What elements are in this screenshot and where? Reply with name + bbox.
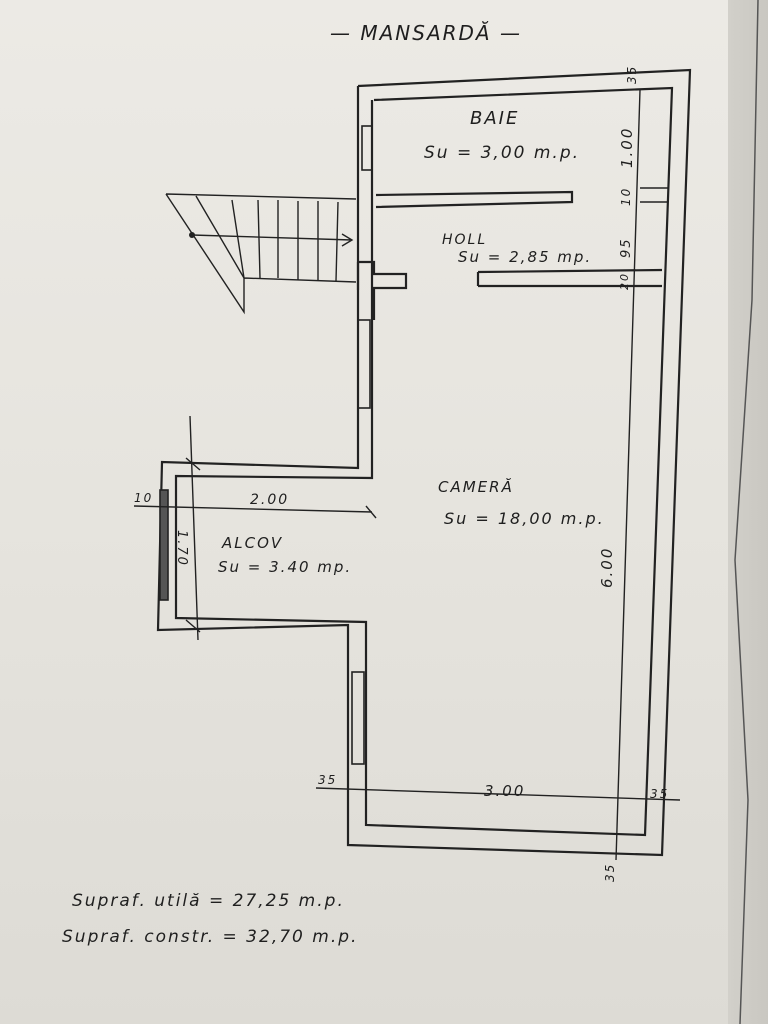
outer-walls <box>156 68 692 861</box>
room-name-baie: BAIE <box>470 108 519 129</box>
adjacent-page-edge <box>728 0 768 1024</box>
dimension-lines <box>133 415 681 801</box>
room-area-alcov: Su = 3.40 mp. <box>218 558 352 576</box>
total-useful-area: Supraf. utilă = 27,25 m.p. <box>72 891 345 911</box>
dim-right-wall: 35 <box>650 787 669 801</box>
dim-camera-width: 3.00 <box>484 782 525 800</box>
windows <box>159 125 373 765</box>
staircase <box>165 193 357 315</box>
dim-alcov-width: 2.00 <box>250 492 289 508</box>
dim-top-wall: 35 <box>625 65 639 84</box>
window-hall <box>357 319 371 409</box>
room-name-holl: HOLL <box>442 232 487 248</box>
dim-holl-depth: 95 <box>619 237 634 258</box>
dim-alcov-wall: 10 <box>134 491 153 505</box>
room-name-alcov: ALCOV <box>221 534 283 552</box>
room-name-camera: CAMERĂ <box>438 477 514 496</box>
room-area-baie: Su = 3,00 m.p. <box>424 143 580 163</box>
window-baie <box>361 125 373 171</box>
dim-holl-wall: 20 <box>618 272 631 290</box>
paper-edge-line <box>734 0 759 1024</box>
plan-title: — MANSARDĂ — <box>330 21 522 45</box>
window-alcov <box>159 489 169 601</box>
dim-partition: 10 <box>619 187 633 206</box>
room-area-camera: Su = 18,00 m.p. <box>444 509 605 528</box>
room-area-holl: Su = 2,85 mp. <box>458 248 592 266</box>
stair-direction-arrow <box>191 233 354 247</box>
window-camera <box>351 671 365 765</box>
dim-left-wall: 35 <box>318 773 337 787</box>
dim-bottom-wall: 35 <box>603 863 617 882</box>
dim-baie-depth: 1.00 <box>618 127 636 168</box>
dim-alcov-depth: 1.70 <box>174 530 189 567</box>
dim-camera-length: 6.00 <box>598 547 616 588</box>
total-built-area: Supraf. constr. = 32,70 m.p. <box>62 927 358 947</box>
interior-partitions <box>356 187 668 320</box>
